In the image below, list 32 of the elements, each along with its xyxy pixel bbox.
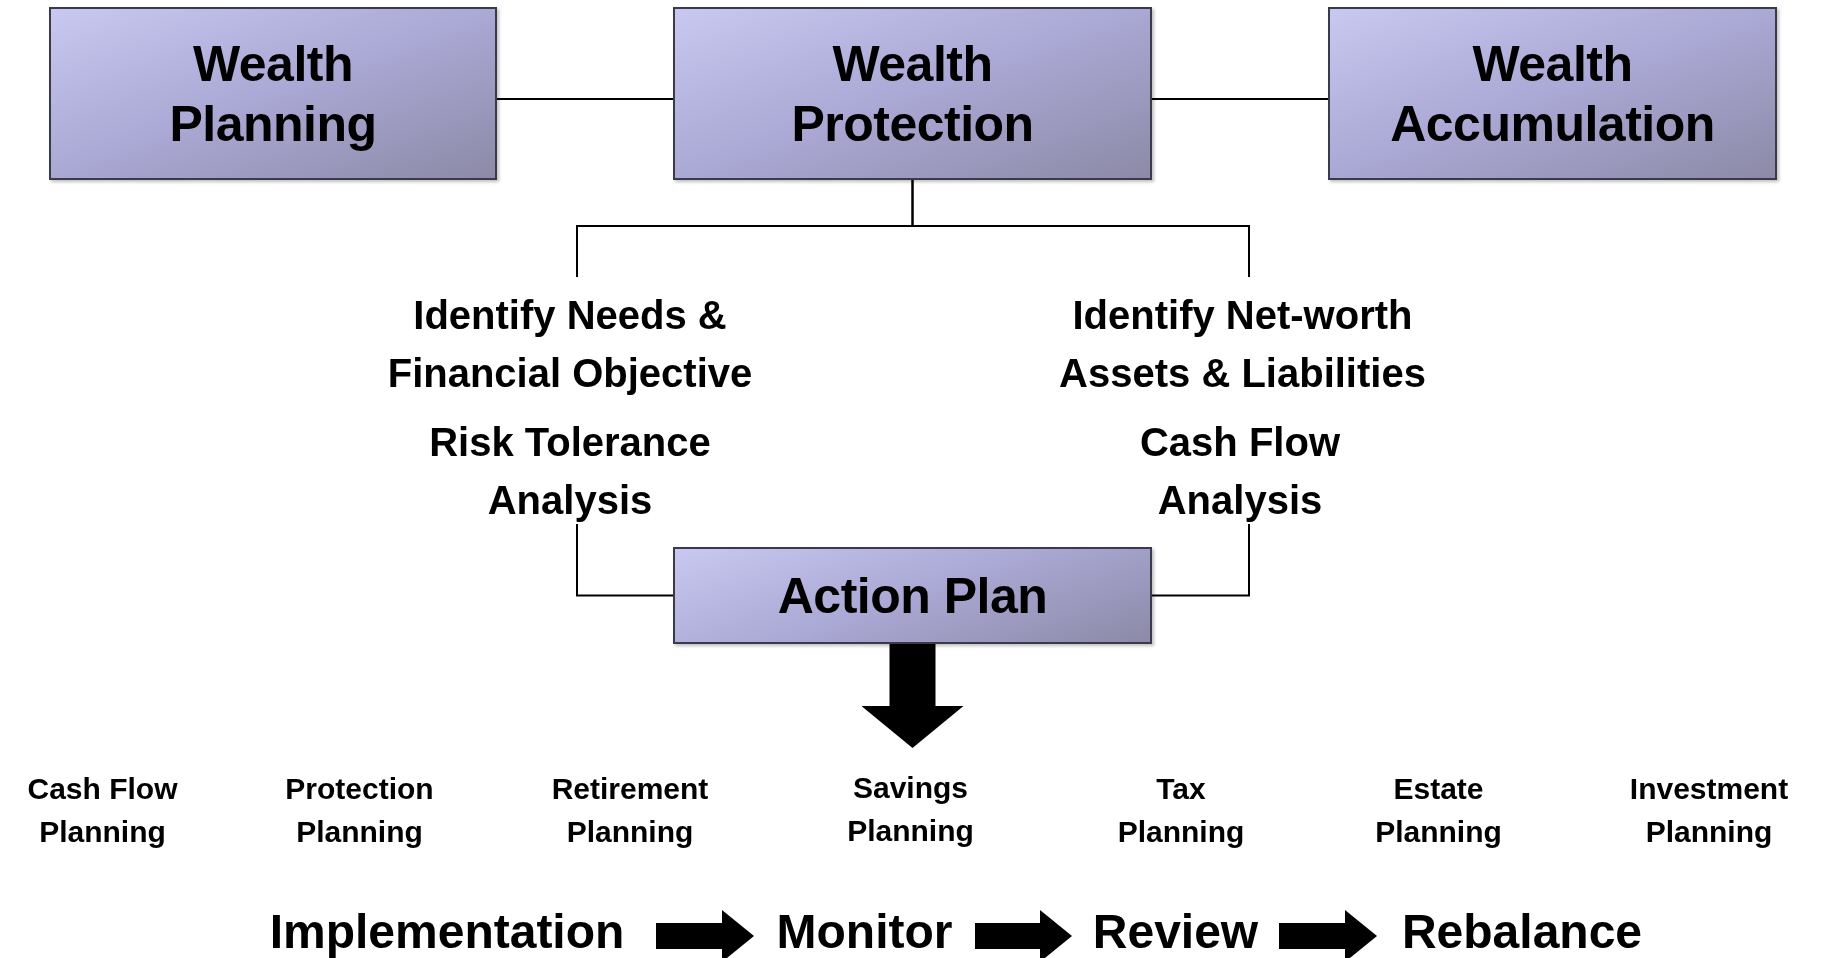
planning-label: Cash Flow Planning (10, 750, 195, 870)
process-box (673, 547, 1152, 644)
stage-label: Review (1072, 903, 1279, 958)
step-text: Cash Flow Analysis (1085, 410, 1395, 532)
step-text: Identify Net-worth Assets & Liabilities (1000, 283, 1485, 405)
step-text: Identify Needs & Financial Objective (310, 283, 830, 405)
planning-label: Protection Planning (267, 750, 452, 870)
connector-line (496, 98, 674, 100)
block-arrow (656, 910, 754, 958)
process-box (1328, 7, 1777, 180)
process-box (49, 7, 497, 180)
block-arrow (861, 644, 964, 748)
planning-label: Tax Planning (1096, 750, 1266, 870)
planning-label: Savings Planning (818, 748, 1003, 870)
connector-line (576, 523, 674, 597)
stage-label: Monitor (754, 903, 975, 958)
block-arrow (1279, 910, 1377, 958)
connector-line (1151, 523, 1250, 597)
box-title: Wealth Protection (790, 34, 1035, 154)
process-box (673, 7, 1152, 180)
connector-line (1151, 98, 1329, 100)
planning-label: Estate Planning (1346, 750, 1531, 870)
box-title: Wealth Accumulation (1389, 34, 1716, 154)
planning-label: Retirement Planning (535, 750, 725, 870)
stage-label: Implementation (238, 903, 656, 958)
block-arrow (975, 910, 1072, 958)
planning-label: Investment Planning (1613, 750, 1805, 870)
stage-label: Rebalance (1377, 903, 1667, 958)
box-title: Action Plan (777, 566, 1048, 626)
box-title: Wealth Planning (168, 34, 378, 154)
connector-line (911, 179, 1250, 278)
step-text: Risk Tolerance Analysis (370, 410, 770, 532)
